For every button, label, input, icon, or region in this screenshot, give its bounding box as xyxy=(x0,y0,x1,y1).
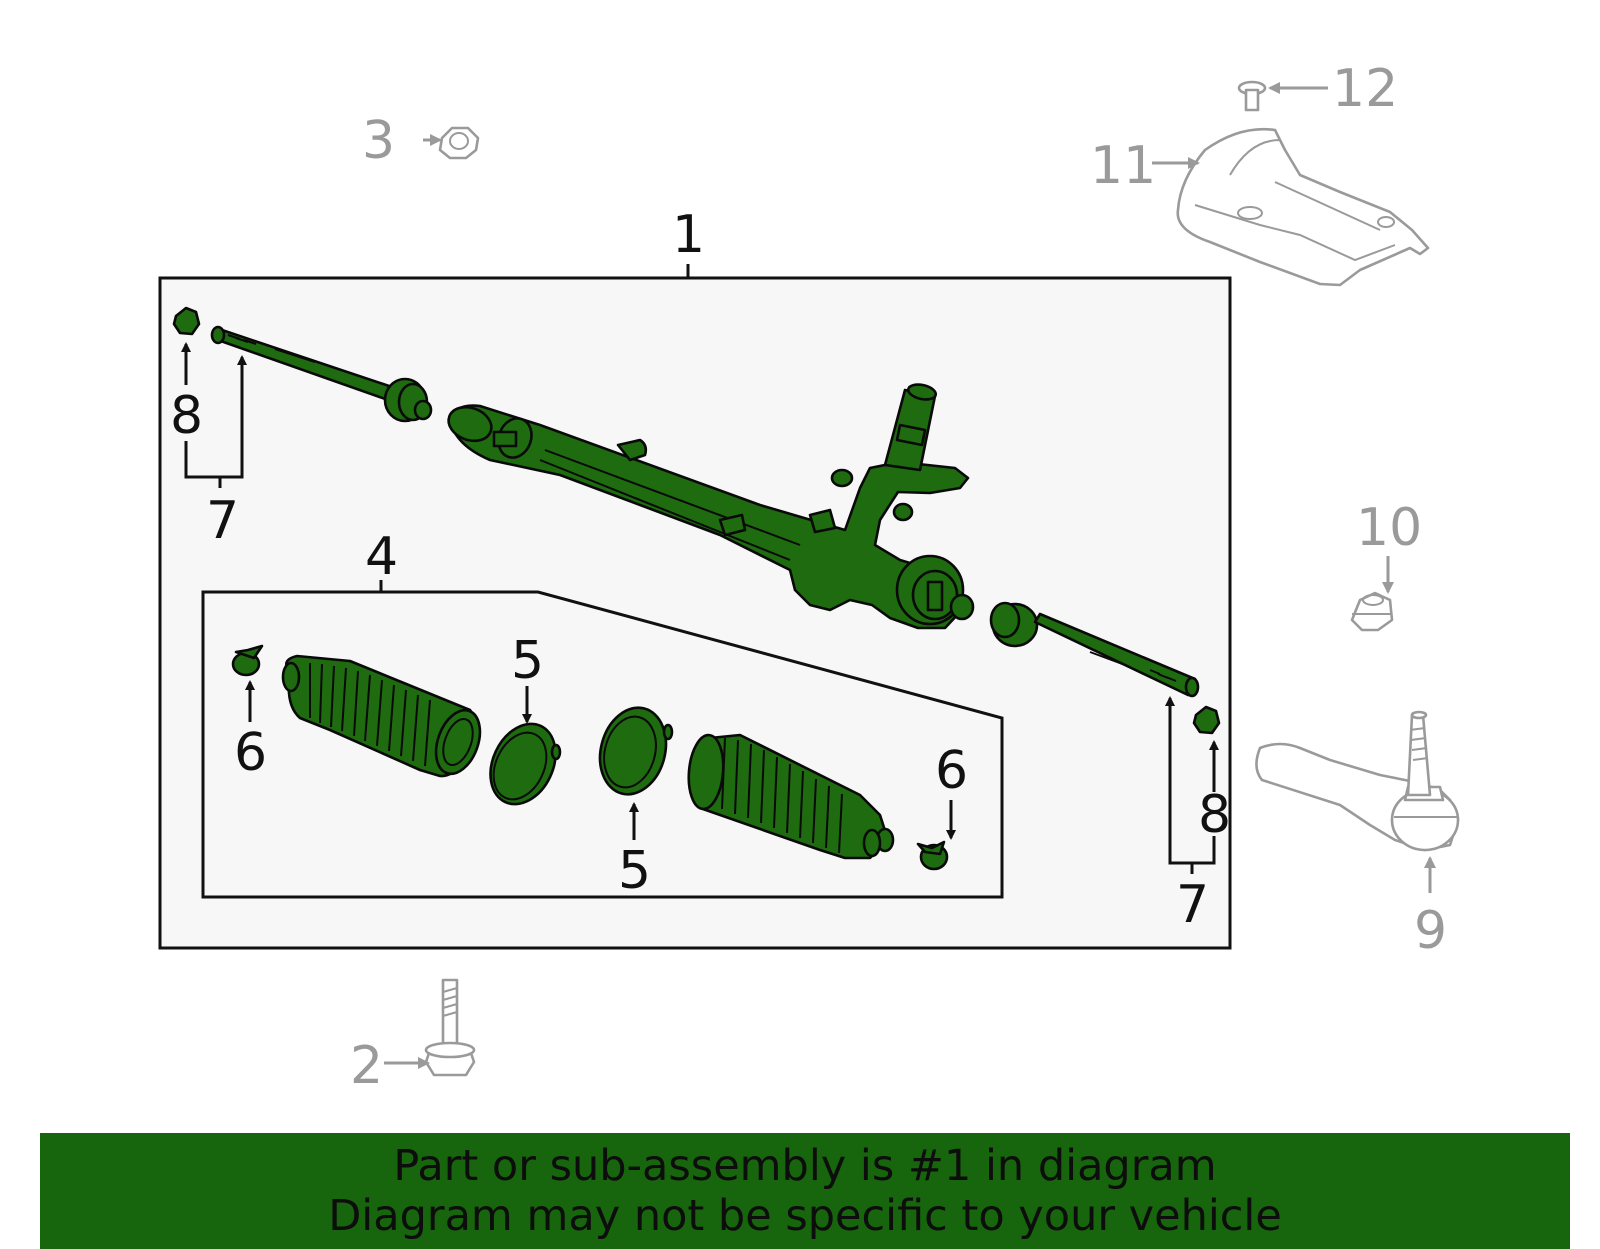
callout-6-left: 6 xyxy=(234,723,267,783)
right-bellows-boot xyxy=(687,733,895,860)
left-boot-clamp xyxy=(231,644,264,677)
callout-1: 1 xyxy=(672,205,705,265)
callout-12: 12 xyxy=(1332,59,1398,119)
callout-8-left: 8 xyxy=(170,386,203,446)
right-inner-tie-rod xyxy=(989,601,1200,698)
callout-7-right: 7 xyxy=(1176,875,1209,935)
callout-6-right: 6 xyxy=(935,741,968,801)
left-jam-nut xyxy=(172,306,201,336)
left-inner-tie-rod xyxy=(210,325,433,423)
callout-4: 4 xyxy=(365,527,398,587)
callout-9: 9 xyxy=(1414,901,1447,961)
tie-rod-end-nut xyxy=(1350,591,1394,632)
mounting-nut xyxy=(438,126,480,160)
callout-5-right: 5 xyxy=(618,841,651,901)
steering-gear-housing xyxy=(447,383,975,630)
callout-3: 3 xyxy=(362,111,395,171)
banner-line-1: Part or sub-assembly is #1 in diagram xyxy=(393,1141,1217,1191)
right-boot-seal xyxy=(598,706,674,796)
left-boot-seal xyxy=(489,722,562,806)
mounting-bolt xyxy=(424,978,476,1077)
callout-2: 2 xyxy=(350,1036,383,1096)
callout-11: 11 xyxy=(1090,136,1156,196)
callout-8-right: 8 xyxy=(1198,785,1231,845)
assembly-box xyxy=(158,276,1232,950)
banner-line-2: Diagram may not be specific to your vehi… xyxy=(328,1191,1282,1241)
callout-5-left: 5 xyxy=(511,631,544,691)
heat-shield-bolt xyxy=(1237,80,1267,112)
left-bellows-boot xyxy=(281,654,482,778)
right-boot-clamp xyxy=(916,840,949,871)
info-banner: Part or sub-assembly is #1 in diagram Di… xyxy=(40,1133,1570,1249)
right-jam-nut xyxy=(1192,705,1221,735)
heat-shield xyxy=(1176,127,1430,287)
callout-7-left: 7 xyxy=(206,491,239,551)
outer-tie-rod-end xyxy=(1255,710,1460,852)
boot-kit-box xyxy=(201,590,1004,899)
callout-10: 10 xyxy=(1356,498,1422,558)
